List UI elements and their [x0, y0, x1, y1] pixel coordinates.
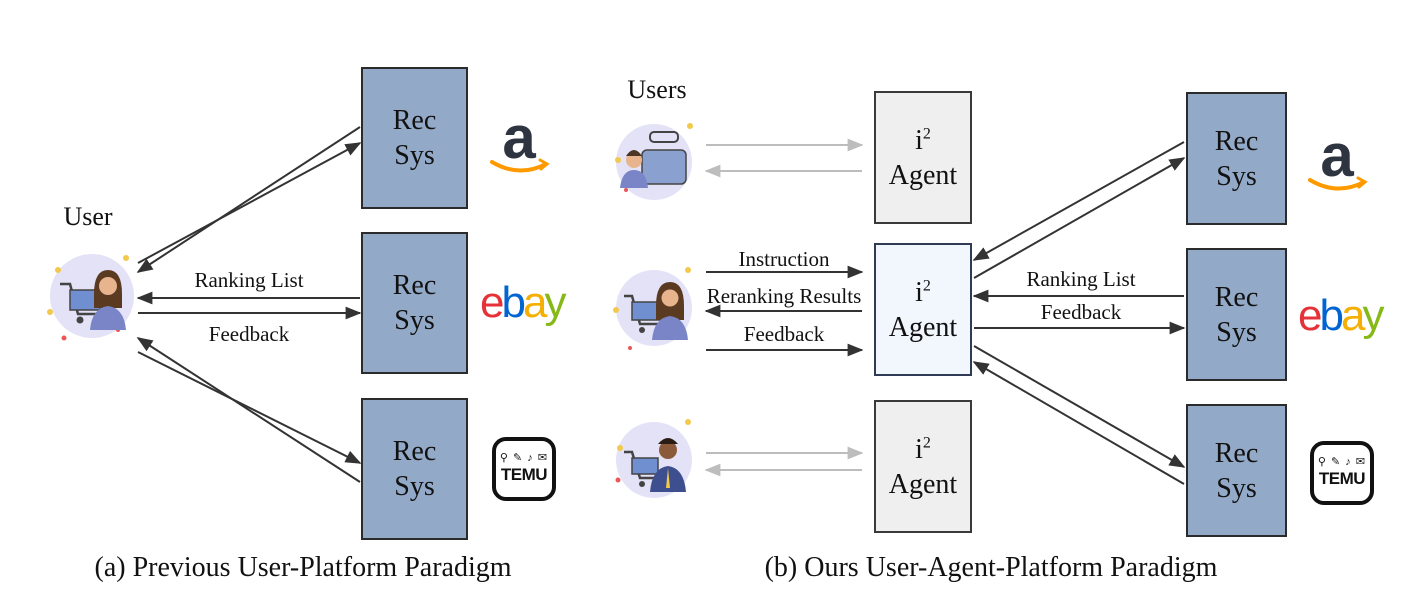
- instruction-label: Instruction: [738, 247, 830, 271]
- recsys-line2: Sys: [394, 471, 435, 502]
- agent-prefix: i: [915, 276, 923, 308]
- temu-text: TEMU: [500, 465, 548, 484]
- ebay-letter-b: b: [1319, 291, 1344, 340]
- recsys-line2: Sys: [394, 305, 435, 336]
- amazon-logo-icon: a: [490, 108, 550, 173]
- temu-text: TEMU: [1318, 469, 1366, 488]
- users-label: Users: [627, 75, 687, 104]
- agent-title: i2: [889, 275, 957, 310]
- caption-a: (a) Previous User-Platform Paradigm: [94, 552, 512, 583]
- feedback-label-a: Feedback: [208, 322, 290, 346]
- feedback-label-b-right: Feedback: [1040, 300, 1122, 324]
- recsys-line1: Rec: [392, 436, 437, 467]
- agent-sup: 2: [922, 125, 931, 143]
- ebay-letter-e: e: [480, 278, 505, 327]
- agent-name: Agent: [888, 468, 958, 500]
- recsys-line1: Rec: [1214, 125, 1259, 157]
- amazon-logo-icon-b: a: [1308, 126, 1368, 191]
- user2-avatar-icon: [613, 267, 692, 350]
- recsys-line2: Sys: [1216, 316, 1257, 348]
- ebay-letter-a: a: [522, 278, 548, 327]
- arrow-recsys-top-to-agent: [972, 141, 1185, 261]
- arrow-recsys-top-to-user: [136, 126, 361, 273]
- recsys-line2: Sys: [394, 140, 435, 171]
- recsys-line1: Rec: [1214, 437, 1259, 469]
- ebay-letter-y: y: [544, 278, 566, 327]
- ranking-list-label-b: Ranking List: [1026, 267, 1136, 291]
- temu-icons: ⚲ ✎ ♪ ✉: [1317, 456, 1367, 468]
- ebay-letter-y: y: [1362, 291, 1384, 340]
- agent-sup: 2: [922, 434, 931, 452]
- feedback-label-b-left: Feedback: [743, 322, 825, 346]
- user-avatar-icon: [47, 254, 134, 341]
- agent-title: i2: [889, 432, 957, 467]
- agent-name: Agent: [888, 311, 958, 343]
- arrow-user-to-recsys-bottom: [137, 351, 362, 464]
- agent-sup: 2: [922, 277, 931, 295]
- recsys-line1: Rec: [392, 270, 437, 301]
- recsys-line1: Rec: [392, 105, 437, 136]
- ebay-logo: ebay: [480, 278, 566, 328]
- ebay-letter-b: b: [501, 278, 526, 327]
- temu-logo-b: ⚲ ✎ ♪ ✉ TEMU: [1310, 441, 1374, 505]
- agent-name: Agent: [888, 159, 958, 191]
- reranking-results-label: Reranking Results: [706, 284, 862, 308]
- arrow-agent-to-recsys-bottom: [973, 345, 1186, 468]
- temu-icons: ⚲ ✎ ♪ ✉: [499, 452, 549, 464]
- arrow-user-to-recsys-top: [137, 142, 362, 264]
- recsys-line1: Rec: [1214, 281, 1259, 313]
- svg-text:a: a: [502, 108, 536, 171]
- recsys-line2: Sys: [1216, 160, 1257, 192]
- svg-text:a: a: [1320, 126, 1354, 189]
- arrow-agent-to-recsys-top: [973, 157, 1186, 279]
- arrow-recsys-bottom-to-user: [136, 337, 361, 483]
- ebay-letter-a: a: [1340, 291, 1366, 340]
- ranking-list-label-a: Ranking List: [194, 268, 304, 292]
- agent-prefix: i: [915, 124, 923, 156]
- ebay-letter-e: e: [1298, 291, 1323, 340]
- arrow-recsys-bottom-to-agent: [972, 361, 1185, 485]
- user-label: User: [63, 202, 113, 231]
- caption-b: (b) Ours User-Agent-Platform Paradigm: [764, 552, 1218, 583]
- user1-avatar-icon: [615, 123, 693, 200]
- recsys-line2: Sys: [1216, 472, 1257, 504]
- agent-title: i2: [889, 123, 957, 158]
- user3-avatar-icon: [615, 419, 692, 498]
- temu-logo: ⚲ ✎ ♪ ✉ TEMU: [492, 437, 556, 501]
- agent-prefix: i: [915, 433, 923, 465]
- ebay-logo-b: ebay: [1298, 291, 1384, 341]
